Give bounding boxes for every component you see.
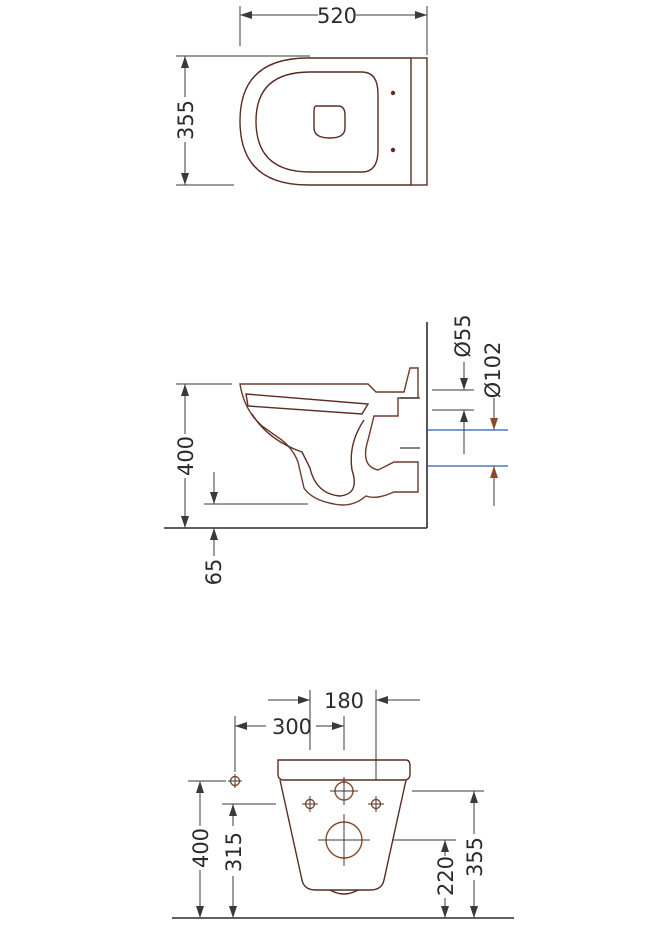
- arrow-head: [181, 173, 189, 185]
- seat-front-outline: [277, 759, 411, 781]
- inlet-diameter-label: Ø55: [451, 314, 475, 357]
- side-height-label: 400: [174, 436, 198, 476]
- arrow-head: [470, 791, 478, 803]
- arrow-head: [181, 384, 189, 396]
- arrow-head: [298, 696, 310, 704]
- arrow-head: [181, 56, 189, 68]
- top-depth-label: 355: [174, 100, 198, 140]
- back-plate: [410, 57, 428, 186]
- arrow-head: [210, 528, 218, 540]
- bowl-top-outline: [239, 57, 411, 186]
- bowl-inner-curve: [251, 413, 365, 497]
- arrow-head: [441, 840, 449, 852]
- top-width-label: 520: [317, 4, 357, 28]
- arrow-head: [210, 492, 218, 504]
- arrow-head: [490, 418, 498, 430]
- arrow-head: [235, 722, 247, 730]
- hole-spacing-label: 180: [324, 689, 364, 713]
- inlet-height-label: 355: [463, 837, 487, 877]
- arrow-head: [441, 906, 449, 918]
- top-view: 520 355: [174, 4, 428, 186]
- fixing-offset-label: 300: [272, 715, 312, 739]
- arrow-head: [490, 466, 498, 478]
- seat-side-outline: [245, 393, 370, 415]
- outlet-diameter-label: Ø102: [481, 342, 505, 399]
- arrow-head: [196, 781, 204, 793]
- arrow-head: [196, 906, 204, 918]
- fixing-height-label: 315: [222, 832, 246, 872]
- bowl-side-outline: [239, 367, 419, 506]
- seat-hinge-hole: [390, 147, 396, 153]
- bowl-foot: [329, 889, 359, 895]
- seat-outline: [255, 71, 379, 173]
- arrow-head: [415, 11, 427, 19]
- side-view: Ø55 Ø102 400 65: [164, 314, 508, 585]
- bowl-front-outline: [279, 779, 407, 891]
- arrow-head: [460, 378, 468, 390]
- bowl-opening: [313, 105, 346, 139]
- outlet-height-label: 220: [434, 856, 458, 896]
- arrow-head: [240, 11, 252, 19]
- arrow-head: [332, 722, 344, 730]
- arrow-head: [229, 906, 237, 918]
- arrow-head: [460, 410, 468, 422]
- arrow-head: [470, 906, 478, 918]
- arrow-head: [376, 696, 388, 704]
- front-height-label: 400: [189, 828, 213, 868]
- seat-hinge-hole: [390, 90, 396, 96]
- below-label: 65: [202, 559, 226, 586]
- arrow-head: [181, 516, 189, 528]
- front-view: 180 300 400: [172, 689, 514, 919]
- arrow-head: [229, 804, 237, 816]
